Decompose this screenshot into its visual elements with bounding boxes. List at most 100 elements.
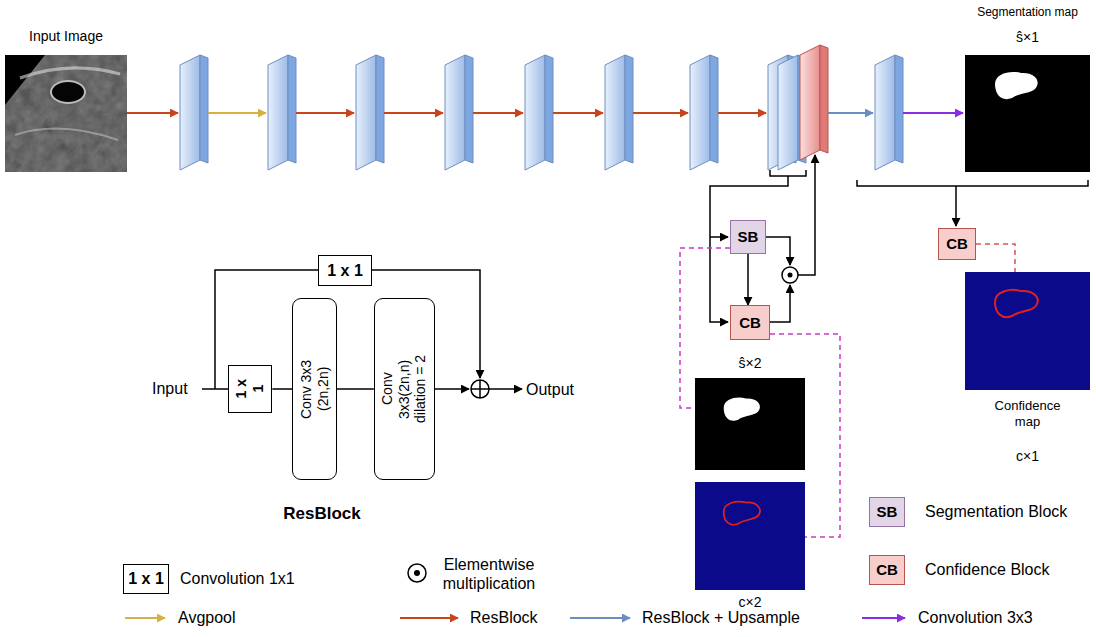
block-label: CB (876, 561, 898, 579)
add-ring (471, 380, 489, 398)
wire (798, 155, 815, 275)
connector (747, 254, 749, 305)
confidence-map: c×2 (695, 482, 805, 590)
ultrasound-image (5, 55, 127, 172)
confidence-block: CB (938, 228, 976, 260)
multiply-symbol (782, 267, 798, 283)
dashed-link (976, 244, 1015, 272)
avgpool-arrow (125, 617, 165, 619)
resblock-arrow (384, 112, 443, 114)
ultrasound-noise (5, 55, 127, 172)
legend-entry: Avgpool (178, 608, 236, 627)
image-caption: ŝ×1 (1016, 29, 1039, 46)
legend-text: Convolution 3x3 (918, 608, 1033, 627)
legend-text: Confidence Block (925, 560, 1050, 579)
confidence-image (965, 272, 1090, 390)
confidence-block: CB (730, 305, 770, 340)
confidence-contour (995, 290, 1038, 317)
segmentation-image (695, 378, 805, 470)
image-caption: Input Image (29, 28, 103, 45)
legend-text: Elementwise multiplication (433, 555, 545, 593)
segmentation-image (965, 55, 1090, 172)
ultrasound-corner (5, 55, 45, 105)
ultrasound-echo (15, 129, 118, 140)
feature-map (605, 55, 633, 170)
wire (489, 388, 522, 390)
block-label: Conv 3x3 (2n,2n) (298, 344, 332, 434)
segmentation-blob (995, 72, 1038, 99)
legend-text: Avgpool (178, 608, 236, 627)
legend-text: ResBlock (470, 608, 538, 627)
conv-box: Conv 3x3 (2n,2n) (292, 298, 337, 480)
wire (955, 186, 957, 226)
feature-map (525, 55, 553, 170)
conv3x3-arrow (862, 617, 905, 619)
ultrasound-cavity (51, 81, 85, 103)
block-wires (710, 155, 1088, 322)
block-label: CB (739, 314, 761, 332)
flow-arrows (127, 112, 963, 114)
legend-sample: SB (869, 497, 905, 527)
feature-map (445, 55, 473, 170)
image-caption: c×2 (739, 594, 762, 611)
add-symbol (471, 380, 489, 398)
ultrasound-shade (5, 55, 127, 172)
legend-entry: Confidence Block (925, 560, 1050, 579)
ultrasound-echo (20, 68, 120, 78)
multiply-dot (788, 273, 793, 278)
legend-entry: Convolution 3x3 (918, 608, 1033, 627)
legend-entry: Segmentation Block (925, 502, 1067, 521)
wire (765, 237, 790, 265)
legend-entry: Elementwise multiplication (433, 555, 545, 593)
dashed-link (770, 334, 840, 537)
image-caption: ŝ×2 (739, 355, 762, 372)
confidence-map: Confidence mapc×1 (965, 272, 1090, 390)
resblock-arrow (553, 112, 603, 114)
segmentation-map: Segmentation mapŝ×1 (965, 55, 1090, 172)
segmentation-blob (724, 398, 760, 421)
avgpool-arrow (208, 112, 266, 114)
block-label: SB (738, 228, 759, 246)
resblock-arrow (633, 112, 688, 114)
legend-text: Convolution 1x1 (180, 569, 295, 588)
legend-entry: ResBlock + Upsample (642, 608, 800, 627)
resblock-arrow (718, 112, 766, 114)
feature-map (180, 55, 208, 170)
feature-map (268, 55, 296, 170)
block-label: SB (877, 503, 898, 521)
legend-sample: CB (869, 555, 905, 585)
block-label: 1 x 1 (327, 261, 363, 280)
wire (770, 285, 790, 322)
confidence-image (695, 482, 805, 590)
block-label: Conv 3x3(2n,n) dilation = 2 (379, 344, 429, 434)
multiply-dot (414, 570, 420, 576)
resblock-arrow (400, 617, 458, 619)
block-label: CB (946, 235, 968, 253)
legend-entry: Convolution 1x1 (180, 569, 295, 588)
block-label: 1 x 1 (128, 569, 164, 588)
conv1x1-box: 1 x 1 (228, 365, 273, 413)
block-label: 1 x 1 (233, 378, 267, 401)
resblock-arrow (296, 112, 354, 114)
upsample-arrow (828, 112, 873, 114)
conv3x3-arrow (903, 112, 963, 114)
conv-box: Conv 3x3(2n,n) dilation = 2 (374, 298, 435, 480)
image-caption: Segmentation map (977, 5, 1078, 19)
bracket (857, 180, 1088, 186)
feature-map-red (800, 45, 828, 160)
feature-map (356, 55, 384, 170)
wire (710, 236, 728, 238)
resblock-arrow (127, 112, 178, 114)
feature-map (690, 55, 718, 170)
add-cross (471, 380, 489, 398)
connector (337, 388, 374, 390)
port-label: Input (152, 379, 188, 398)
legend-text: Segmentation Block (925, 502, 1067, 521)
legend-sample: 1 x 1 (123, 564, 170, 594)
section-heading: ResBlock (283, 504, 360, 524)
conv1x1-box: 1 x 1 (318, 255, 372, 285)
dashed-link (680, 248, 730, 408)
image-caption: Confidence map (988, 398, 1068, 429)
